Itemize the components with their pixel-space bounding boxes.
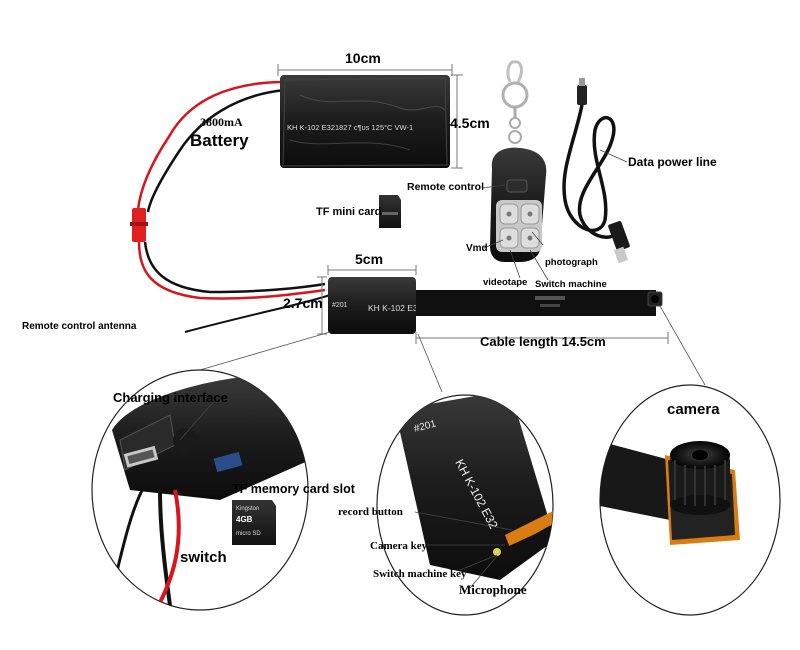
switch-machine-key-label: Switch machine key: [373, 568, 467, 580]
board-red-wire: [137, 241, 326, 300]
photograph-label: photograph: [545, 257, 598, 268]
record-button-label: record button: [338, 506, 403, 518]
board-print-small: #201: [332, 302, 348, 309]
data-power-line: [562, 78, 630, 264]
tf-mini-card: [379, 195, 401, 228]
data-power-line-label: Data power line: [628, 155, 717, 169]
board-length-label: 5cm: [355, 251, 383, 267]
battery-print-text: KH K-102 E321827 c¶us 125°C VW-1: [287, 123, 413, 132]
data-power-line-leader: [599, 149, 628, 163]
board-print: KH K-102 E32: [368, 303, 423, 313]
battery-wires: [130, 80, 326, 300]
cable-length-label: Cable length 14.5cm: [480, 334, 606, 349]
antenna-wire: [184, 294, 331, 333]
board-width-label: 2.7cm: [283, 295, 323, 311]
battery-length-label: 10cm: [345, 50, 381, 66]
remote-control-label: Remote control: [407, 181, 484, 193]
battery-pack: KH K-102 E321827 c¶us 125°C VW-1: [280, 75, 450, 168]
flex-cable: [416, 290, 656, 316]
remote-control-antenna-label: Remote control antenna: [22, 321, 137, 332]
board-black-wire: [143, 241, 326, 294]
vmd-label: Vmd: [466, 243, 488, 254]
battery-width-label: 4.5cm: [450, 115, 490, 131]
board-body: [328, 277, 416, 334]
battery-body: [280, 75, 450, 168]
detail-circle-camera: [599, 384, 781, 616]
detail-circle-board: #201 KH K-102 E32: [376, 394, 554, 616]
remote-leader-lines: [481, 184, 549, 281]
remote-control: [490, 60, 547, 262]
charging-interface-label: Charging interface: [113, 390, 228, 405]
battery-label: Battery: [190, 131, 249, 150]
main-board: #201 KH K-102 E32: [184, 277, 663, 334]
detail-circle-charging: Kingston 4GB micro SD: [91, 369, 309, 611]
battery-red-wire: [136, 80, 286, 211]
microphone-label: Microphone: [459, 582, 527, 597]
switch-label: switch: [180, 549, 227, 566]
tf-mini-card-label: TF mini card: [316, 206, 381, 218]
wire-connector-2: [130, 222, 148, 226]
tf-memory-card-slot-label: TF memory card slot: [232, 482, 356, 496]
board-dimensions: [317, 265, 669, 344]
camera-label: camera: [667, 401, 720, 418]
battery-dimensions: [277, 64, 463, 169]
card-brand: Kingston: [236, 506, 259, 512]
micro-sd-card: Kingston 4GB micro SD: [232, 500, 276, 545]
card-size: 4GB: [236, 515, 253, 524]
switch-machine-label: Switch machine: [535, 279, 607, 290]
card-type: micro SD: [236, 531, 261, 537]
battery-black-wire: [146, 88, 286, 213]
camera-key-label: Camera key: [370, 540, 428, 552]
videotape-label: videotape: [483, 277, 527, 288]
battery-capacity-label: 3800mA: [200, 115, 243, 129]
callout-lines: [199, 305, 706, 393]
